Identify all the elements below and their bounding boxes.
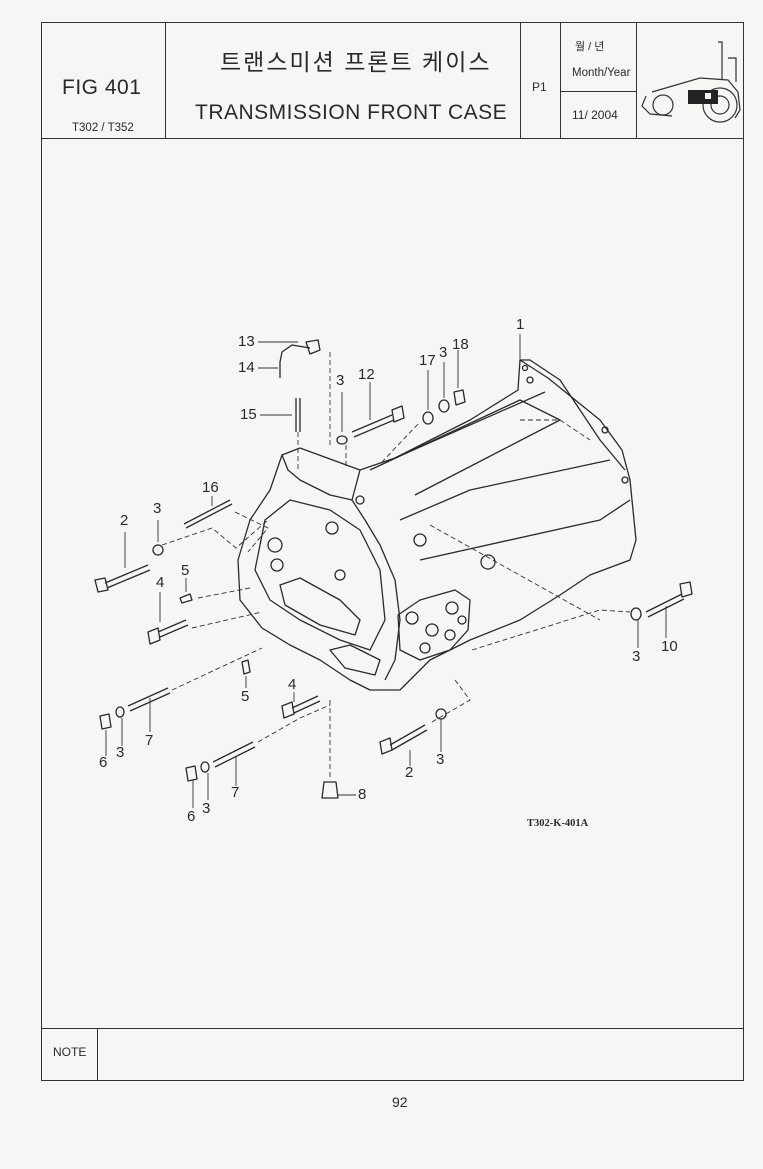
date-value: 11/ 2004 [572, 108, 618, 122]
bolt [645, 593, 685, 618]
case-flange [520, 359, 626, 471]
front-flange [281, 454, 361, 501]
bolt [389, 724, 428, 751]
callout-3: 3 [436, 751, 445, 768]
bolt [291, 695, 321, 714]
callout-13: 13 [238, 333, 255, 350]
header-col-divider [520, 22, 521, 138]
case-rib [419, 499, 631, 561]
callout-5: 5 [241, 688, 250, 705]
stud [183, 499, 233, 529]
stud [127, 687, 171, 712]
callout-18: 18 [452, 336, 469, 353]
stud [295, 398, 301, 432]
header-divider [41, 138, 744, 139]
callout-3: 3 [632, 648, 641, 665]
port-block [397, 589, 471, 661]
header-col-divider [165, 22, 166, 138]
case-top-rail [394, 391, 546, 459]
fig-number: FIG 401 [62, 76, 142, 99]
callout-3: 3 [116, 744, 125, 761]
callout-4: 4 [156, 574, 165, 591]
callout-14: 14 [238, 359, 255, 376]
callout-2: 2 [120, 512, 129, 529]
bolt [351, 414, 395, 438]
callout-6: 6 [99, 754, 108, 771]
dipstick [279, 344, 311, 378]
callout-15: 15 [240, 406, 257, 423]
page-frame [41, 22, 744, 1081]
model-numbers: T302 / T352 [72, 122, 134, 134]
date-divider [560, 91, 636, 92]
note-label: NOTE [53, 1045, 87, 1059]
callout-3: 3 [153, 500, 162, 517]
case-rib [399, 459, 611, 521]
case-inner [279, 577, 361, 636]
callout-17: 17 [419, 352, 436, 369]
title-korean: 트랜스미션 프론트 케이스 [220, 49, 492, 75]
title-english: TRANSMISSION FRONT CASE [195, 101, 508, 124]
callout-5: 5 [181, 562, 190, 579]
case-inner [254, 499, 386, 651]
callout-7: 7 [145, 732, 154, 749]
case-top-rail [369, 399, 561, 496]
callout-4: 4 [288, 676, 297, 693]
note-divider [41, 1028, 744, 1029]
callout-3: 3 [336, 372, 345, 389]
note-col-divider [97, 1028, 98, 1081]
header-col-divider [636, 22, 637, 138]
callout-12: 12 [358, 366, 375, 383]
drain-plug [321, 781, 339, 799]
callout-2: 2 [405, 764, 414, 781]
stud [212, 741, 256, 768]
case-body [237, 359, 637, 691]
bolt [157, 619, 189, 638]
page-number: 92 [392, 1094, 408, 1110]
callout-3: 3 [202, 800, 211, 817]
callout-1: 1 [516, 316, 525, 333]
callout-16: 16 [202, 479, 219, 496]
front-flange [351, 499, 401, 681]
callout-3: 3 [439, 344, 448, 361]
callout-7: 7 [231, 784, 240, 801]
case-inner [329, 644, 381, 676]
drawing-code: T302-K-401A [527, 818, 589, 829]
date-label-korean: 월 / 년 [575, 41, 605, 53]
page-code: P1 [532, 80, 547, 94]
bolt [104, 564, 151, 589]
callout-10: 10 [661, 638, 678, 655]
date-label: Month/Year [572, 67, 631, 79]
header-col-divider [560, 22, 561, 138]
callout-8: 8 [358, 786, 367, 803]
callout-6: 6 [187, 808, 196, 825]
